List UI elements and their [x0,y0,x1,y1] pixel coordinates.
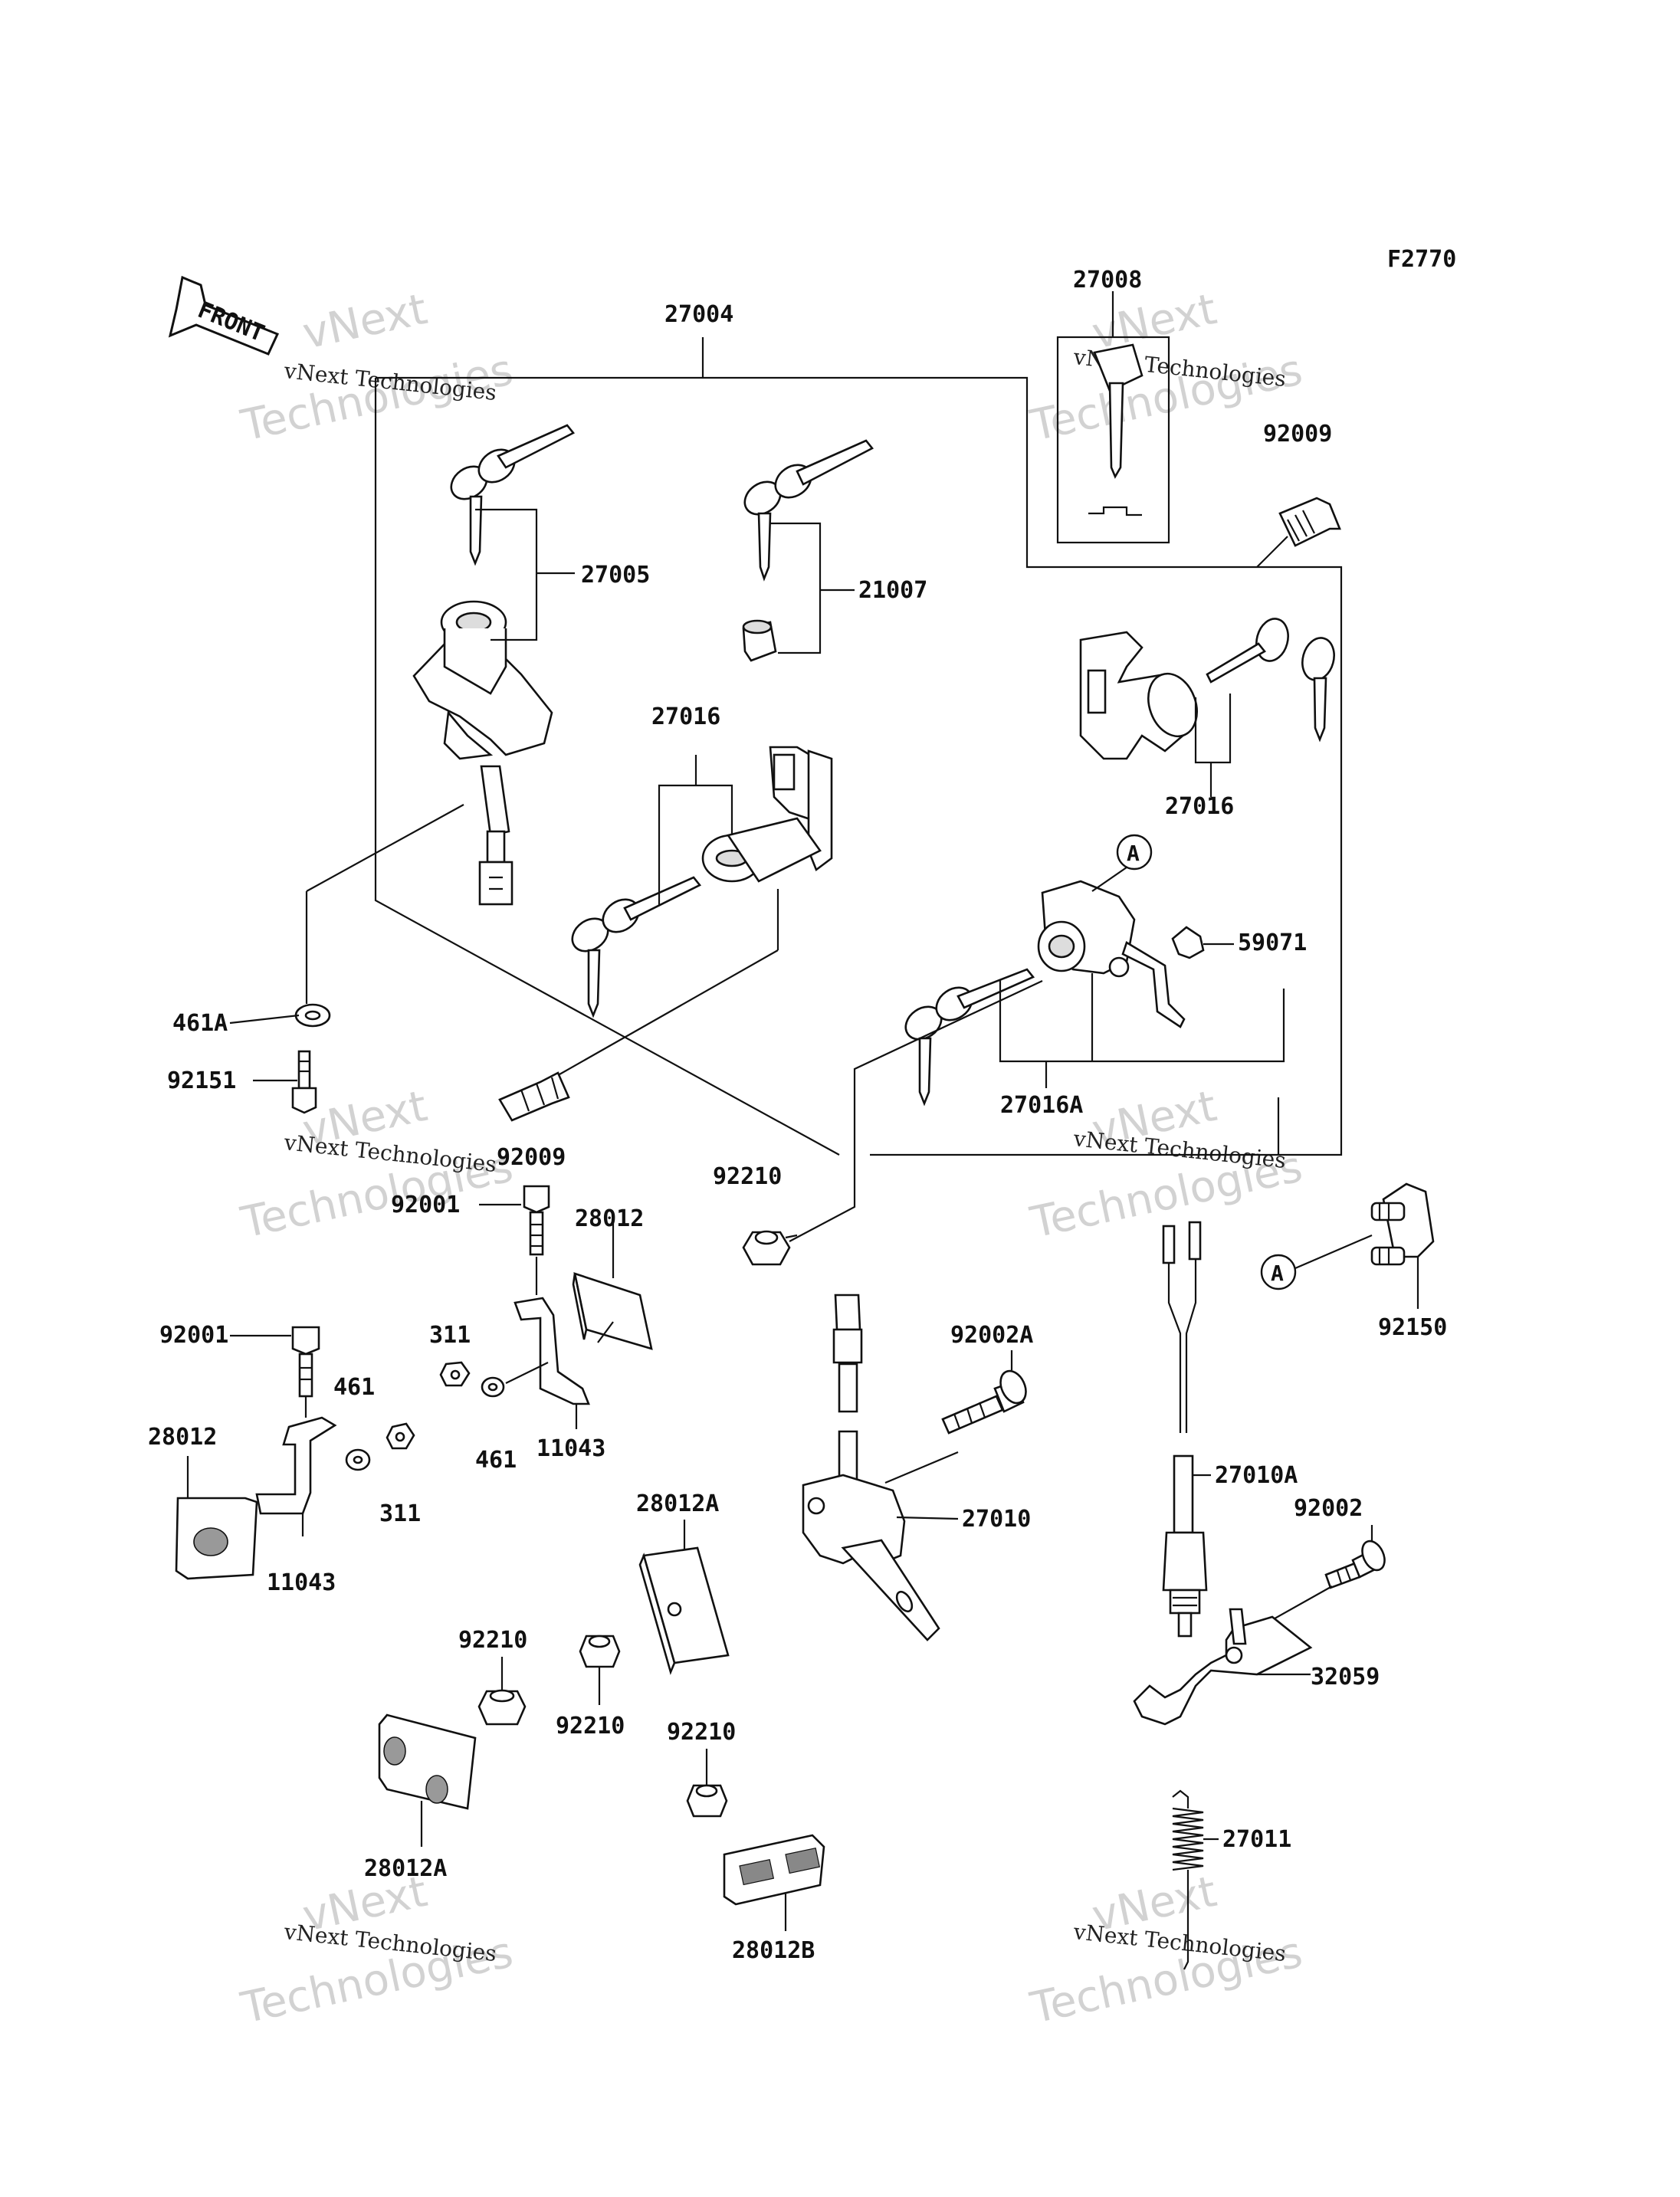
switch-27010 [802,1294,959,1641]
label-27010A: 27010A [1215,1462,1298,1489]
nut-92210-center [742,1230,798,1266]
bracket-32059 [1133,1608,1313,1726]
key-set-21007 [742,439,874,662]
washer-461-lower [345,1448,371,1471]
callout-A-top: A [1116,834,1153,871]
key-set-group-outline [374,337,1343,1156]
reflector-28012-upper [572,1218,653,1350]
screw-92009-top [1256,497,1341,568]
reflector-28012A-bottom [378,1713,477,1847]
callout-A-right: A [1260,1234,1373,1290]
label-92210-center: 92210 [713,1163,782,1190]
nut-92210-b [579,1635,621,1705]
nut-311-lower [386,1422,415,1450]
lock-27016A [789,861,1285,1242]
label-27008: 27008 [1073,267,1142,293]
label-27016-mid: 27016 [651,703,720,730]
bolt-92002 [1256,1525,1386,1629]
reflector-28012-lower [175,1456,258,1580]
nut-92210-a [477,1657,527,1726]
label-461-upper: 461 [475,1447,517,1474]
label-461A: 461A [172,1010,228,1037]
sensor-27010A [1162,1221,1211,1638]
svg-text:A: A [1271,1261,1284,1286]
nut-92210-c [686,1749,728,1818]
watermark-bottom-right: vNext Technologies vNext Technologies [1025,1867,1306,2034]
figure-code: F2770 [1387,246,1456,273]
label-92150: 92150 [1378,1314,1447,1341]
bracket-11043-lower [255,1416,337,1536]
key-icon [571,876,702,1018]
label-28012A-bottom: 28012A [364,1855,447,1882]
front-arrow-icon: FRONT [168,275,280,356]
label-461-lower: 461 [333,1374,375,1401]
label-92151: 92151 [167,1067,236,1094]
key-icon [450,424,576,566]
label-27010: 27010 [962,1506,1031,1533]
spring-27011 [1172,1789,1219,1970]
label-92210-c: 92210 [667,1719,736,1746]
bracket-11043-upper [505,1297,590,1429]
label-27016-right: 27016 [1165,793,1234,820]
svg-text:vNext: vNext [298,284,431,359]
part-labels: 27004 27008 92009 27005 21007 27016 2701… [148,267,1447,1964]
clip-59071 [1171,926,1234,959]
label-27016A: 27016A [1000,1092,1083,1119]
watermark-mid-left: vNext Technologies vNext Technologies [236,1081,517,1248]
label-21007: 21007 [858,577,927,604]
label-92009-top: 92009 [1263,421,1332,448]
label-92210-a: 92210 [458,1627,527,1654]
key-icon [743,439,874,582]
reflector-28012B [723,1834,825,1931]
bolts-92150 [1370,1182,1435,1309]
label-28012-upper: 28012 [575,1205,644,1232]
screw-92009-bottom [498,1071,570,1122]
label-27011: 27011 [1222,1826,1291,1853]
label-92002: 92002 [1294,1495,1363,1522]
label-32059: 32059 [1311,1664,1380,1690]
label-92009-bottom: 92009 [497,1144,566,1171]
watermark-bottom-left: vNext Technologies vNext Technologies [236,1867,517,2034]
seat-lock-27016-right [1079,618,1335,797]
seat-lock-27016-mid [559,746,833,1075]
label-59071: 59071 [1238,930,1307,956]
label-311-upper: 311 [429,1322,471,1349]
nut-311-upper [439,1361,471,1387]
label-92210-b: 92210 [556,1713,625,1740]
washer-461A [294,1003,331,1028]
bolt-92001-lower [291,1326,320,1418]
label-92001-lower: 92001 [159,1322,228,1349]
label-28012B: 28012B [732,1937,815,1964]
reflector-28012A-middle [638,1520,730,1675]
key-icon [904,968,1035,1107]
bolt-92002A [941,1350,1027,1435]
key-tag-27008 [1056,291,1170,544]
washer-461-upper [481,1376,505,1398]
bolt-92001-upper [523,1185,550,1295]
label-28012-lower: 28012 [148,1424,217,1451]
label-11043-lower: 11043 [267,1569,336,1596]
svg-text:A: A [1127,841,1140,866]
watermark-top-left: vNext Technologies vNext Technologies [236,284,517,451]
ignition-switch-27005 [305,424,576,1004]
label-92002A: 92002A [950,1322,1033,1349]
key-icon [1206,618,1335,743]
label-27005: 27005 [581,562,650,589]
label-11043-upper: 11043 [536,1435,605,1462]
label-27004: 27004 [664,301,733,328]
label-28012A-middle: 28012A [636,1490,719,1517]
label-311-lower: 311 [379,1500,421,1527]
bolt-92151 [291,1050,317,1114]
label-92001-upper: 92001 [391,1192,460,1218]
leader-lines [229,1014,1280,1337]
